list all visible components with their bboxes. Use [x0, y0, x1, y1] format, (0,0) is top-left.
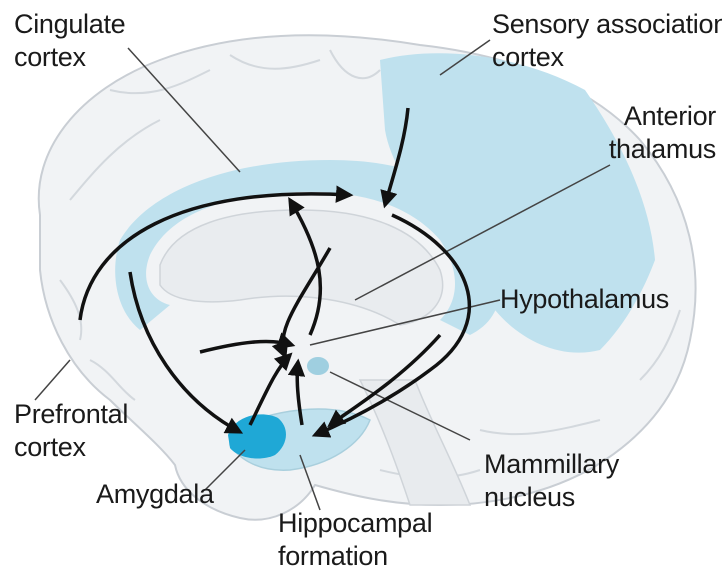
- label-amygdala: Amygdala: [96, 478, 214, 511]
- label-anterior-thalamus: Anterior thalamus: [600, 100, 716, 166]
- mammillary-nucleus-region: [307, 357, 329, 375]
- label-prefrontal-cortex: Prefrontal cortex: [14, 398, 128, 464]
- label-sensory-association-cortex: Sensory association cortex: [492, 8, 722, 74]
- leader-prefrontal: [35, 360, 70, 400]
- label-hippocampal-formation: Hippocampal formation: [278, 507, 432, 571]
- label-mammillary-nucleus: Mammillary nucleus: [484, 448, 619, 514]
- label-hypothalamus: Hypothalamus: [500, 283, 669, 316]
- label-cingulate-cortex: Cingulate cortex: [14, 8, 125, 74]
